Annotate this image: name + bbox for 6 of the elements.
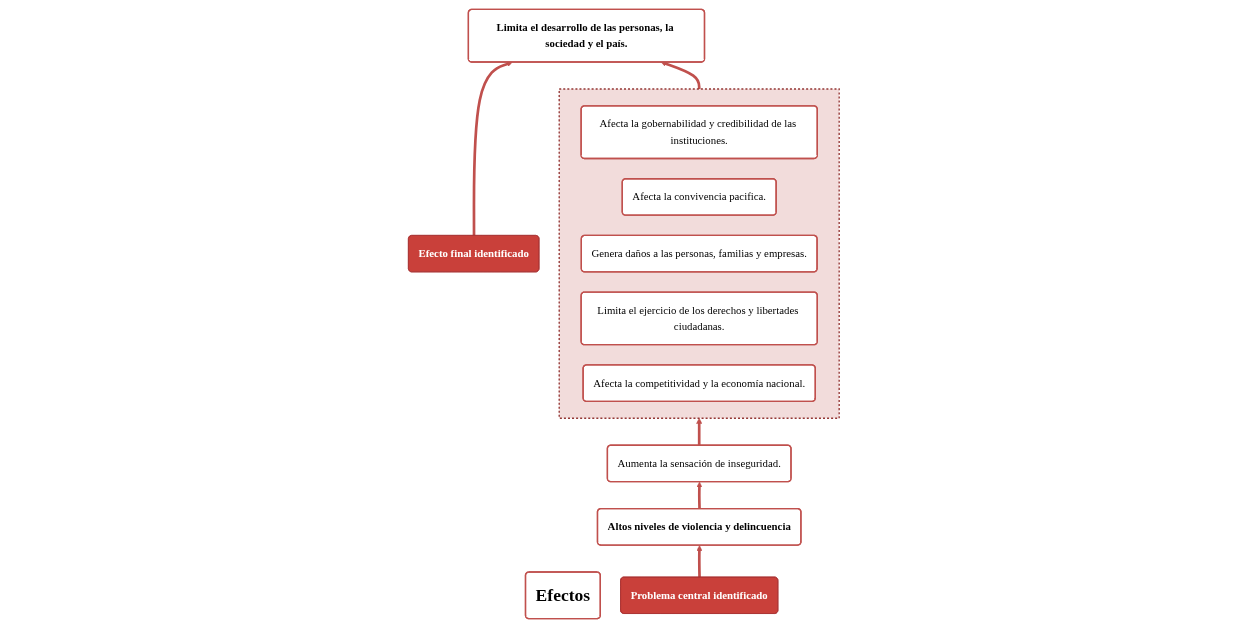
arrow bbox=[696, 545, 703, 578]
arrow bbox=[696, 481, 703, 509]
arrow bbox=[472, 61, 513, 236]
cluster bbox=[558, 88, 841, 419]
arrow bbox=[696, 417, 703, 446]
arrow bbox=[660, 61, 701, 89]
